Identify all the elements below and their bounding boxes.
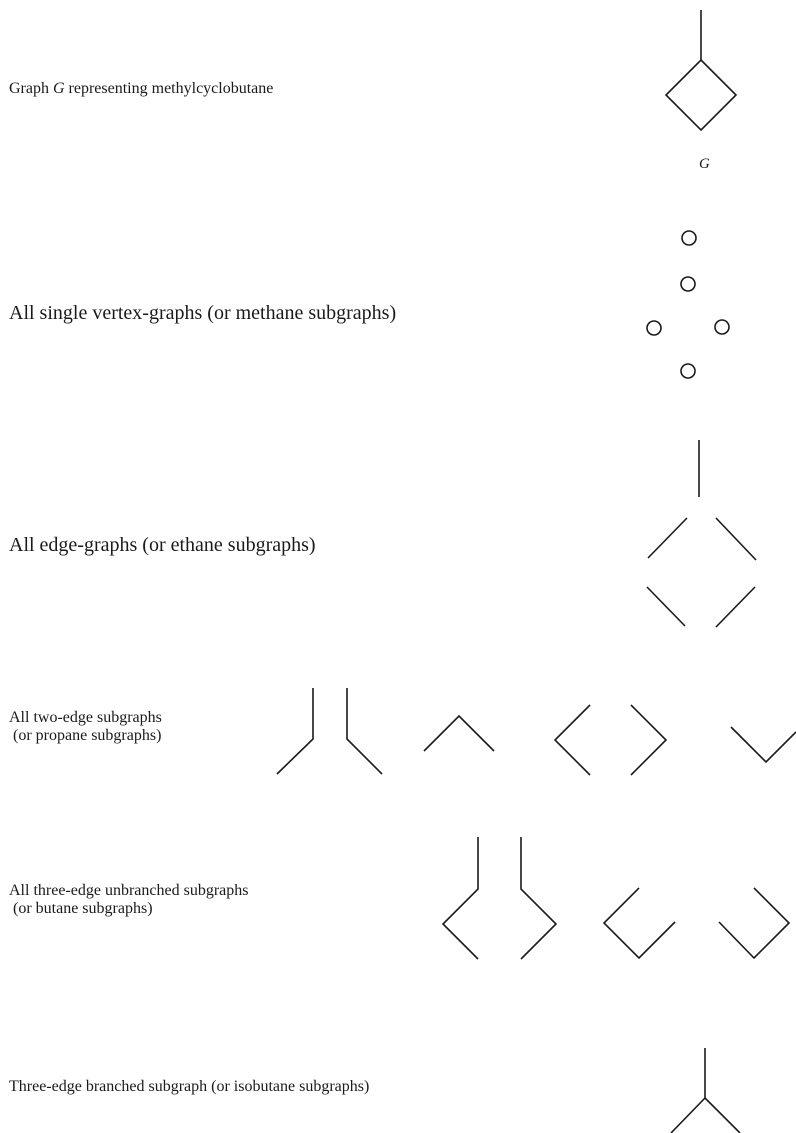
- vertex-ring-left: [646, 320, 662, 336]
- propane-ring-bottom: [730, 726, 796, 764]
- graph-g-ring: [664, 58, 738, 132]
- edge-lower-right: [715, 586, 756, 628]
- graph-g-caption: G: [699, 156, 710, 172]
- propane-ring-top: [423, 714, 495, 752]
- propane-ring-right: [630, 704, 668, 776]
- butane-methyl-right: [520, 837, 558, 960]
- row-label-methylcyclobutane: Graph G representing methylcyclobutane: [9, 80, 274, 97]
- propane-methyl-left: [276, 688, 314, 775]
- two-edge-subgraphs: [276, 688, 796, 776]
- three-edge-unbranched-subgraphs: [441, 837, 791, 960]
- row-label-propane-line1: All two-edge subgraphs: [9, 709, 162, 726]
- vertex-ring-bottom: [680, 363, 696, 379]
- butane-methyl-left: [441, 837, 479, 960]
- row-label-propane: All two-edge subgraphs (or propane subgr…: [9, 709, 162, 746]
- three-edge-branched-subgraph: [670, 1048, 741, 1133]
- propane-ring-left: [553, 704, 591, 776]
- vertex-methyl: [681, 230, 697, 246]
- isobutane-right-bond: [704, 1097, 741, 1133]
- vertex-ring-top: [680, 276, 696, 292]
- butane-ring-right: [718, 887, 791, 960]
- graph-symbol: G: [52, 80, 65, 97]
- edge-lower-left: [646, 586, 686, 627]
- vertex-subgraphs: [646, 230, 730, 379]
- row-label-butane-line1: All three-edge unbranched subgraphs: [9, 882, 249, 899]
- row-label-butane: All three-edge unbranched subgraphs (or …: [9, 882, 248, 919]
- edge-upper-right: [715, 517, 757, 561]
- row-label-methane: All single vertex-graphs (or methane sub…: [9, 302, 397, 324]
- graph-g-methylcyclobutane: [664, 10, 738, 132]
- edge-upper-left: [647, 517, 688, 559]
- vertex-ring-right: [714, 319, 730, 335]
- row-label-butane-line2: (or butane subgraphs): [9, 900, 153, 918]
- isobutane-left-bond: [670, 1097, 706, 1133]
- row-label-isobutane: Three-edge branched subgraph (or isobuta…: [9, 1078, 370, 1095]
- propane-methyl-right: [346, 688, 383, 775]
- row-label-ethane: All edge-graphs (or ethane subgraphs): [9, 534, 316, 556]
- edge-subgraphs: [646, 440, 757, 628]
- row-label-propane-line2: (or propane subgraphs): [9, 727, 162, 745]
- butane-ring-left: [602, 887, 676, 960]
